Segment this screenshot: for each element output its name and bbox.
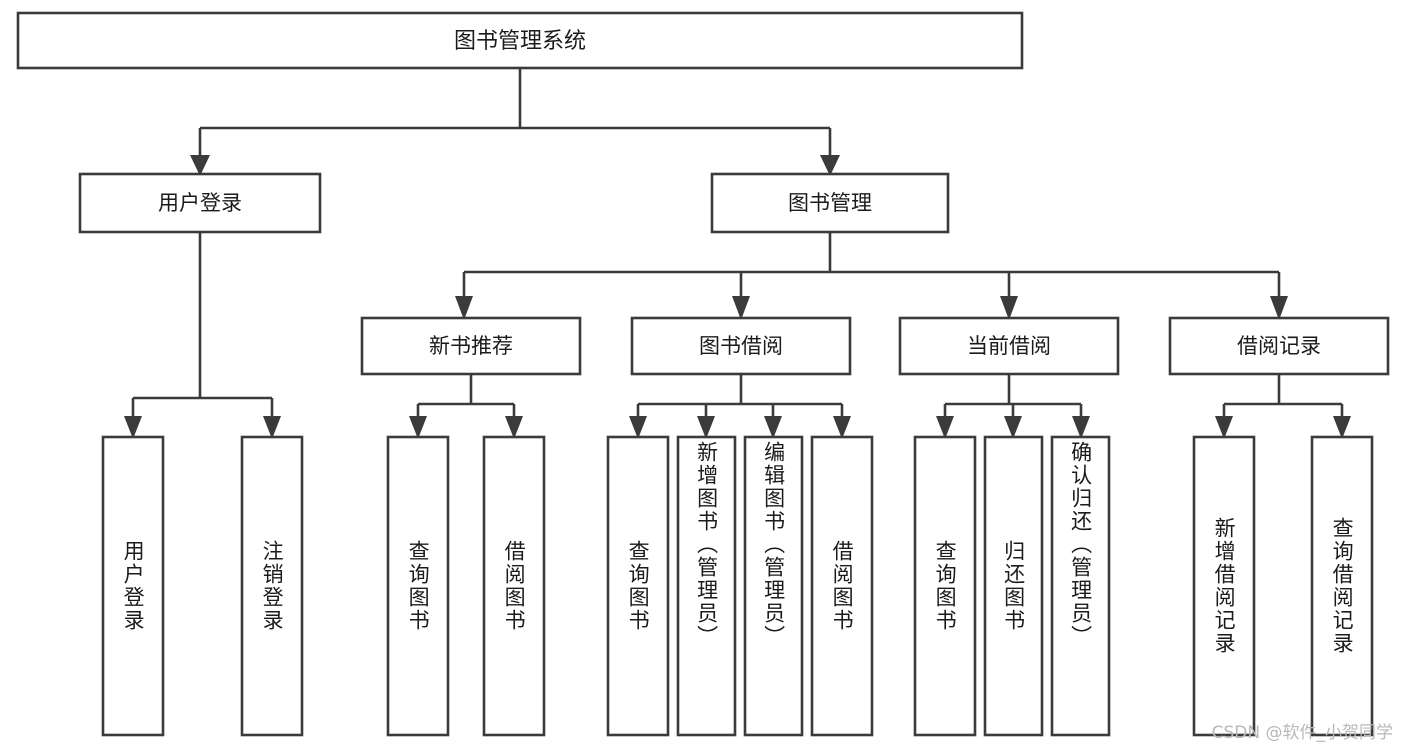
leaf-box-query-book-borrow[interactable] [606, 435, 670, 737]
node-book-borrow-box[interactable] [630, 316, 852, 376]
leaf-box-query-borrow-record[interactable] [1310, 435, 1374, 737]
leaf-box-borrow-book[interactable] [810, 435, 874, 737]
arrow-head-icon [820, 155, 840, 176]
node-book-borrow[interactable]: 图书借阅 [630, 316, 852, 376]
node-current-borrow-label: 当前借阅 [967, 334, 1051, 358]
node-borrow-record-box[interactable] [1168, 316, 1390, 376]
node-user-login-box[interactable] [78, 172, 322, 234]
leaf-box-add-book-admin[interactable] [676, 435, 737, 737]
node-book-management-box[interactable] [710, 172, 950, 234]
node-root-box[interactable] [16, 11, 1024, 70]
leaf-box-layer [101, 435, 1374, 737]
arrow-head-icon [764, 416, 782, 439]
arrow-head-icon [1072, 416, 1090, 439]
arrow-head-icon [1000, 296, 1018, 320]
leaf-box-query-book-current[interactable] [913, 435, 977, 737]
arrow-head-icon [455, 296, 473, 320]
arrow-head-icon [833, 416, 851, 439]
node-current-borrow[interactable]: 当前借阅 [898, 316, 1120, 376]
arrow-head-icon [1004, 416, 1022, 439]
arrow-head-icon [124, 416, 142, 439]
leaf-box-return-book[interactable] [983, 435, 1044, 737]
leaf-box-query-book-rec[interactable] [386, 435, 450, 737]
arrow-head-icon [505, 416, 523, 439]
arrow-head-icon [263, 416, 281, 439]
node-user-login[interactable]: 用户登录 [78, 172, 322, 234]
leaf-box-user-login[interactable] [101, 435, 165, 737]
leaf-box-borrow-book-rec[interactable] [482, 435, 546, 737]
connector-layer [124, 68, 1351, 439]
arrow-head-icon [1270, 296, 1288, 320]
node-book-borrow-label: 图书借阅 [699, 334, 783, 358]
leaf-box-confirm-return-admin[interactable] [1050, 435, 1111, 737]
arrow-head-icon [629, 416, 647, 439]
node-book-management[interactable]: 图书管理 [710, 172, 950, 234]
node-root[interactable]: 图书管理系统 [16, 11, 1024, 70]
node-new-book-recommend-box[interactable] [360, 316, 582, 376]
node-user-login-label: 用户登录 [158, 191, 242, 215]
arrow-head-icon [1215, 416, 1233, 439]
node-current-borrow-box[interactable] [898, 316, 1120, 376]
arrow-head-icon [936, 416, 954, 439]
arrow-head-icon [697, 416, 715, 439]
leaf-box-edit-book-admin[interactable] [743, 435, 804, 737]
node-book-management-label: 图书管理 [788, 191, 872, 215]
arrow-head-icon [1333, 416, 1351, 439]
node-new-book-recommend-label: 新书推荐 [429, 334, 513, 358]
arrow-head-icon [732, 296, 750, 320]
node-borrow-record-label: 借阅记录 [1237, 334, 1321, 358]
arrow-head-icon [409, 416, 427, 439]
leaf-box-add-borrow-record[interactable] [1192, 435, 1256, 737]
node-new-book-recommend[interactable]: 新书推荐 [360, 316, 582, 376]
watermark-text: CSDN @软件_小贺同学 [1211, 723, 1393, 743]
leaf-box-logout[interactable] [240, 435, 304, 737]
arrow-head-icon [190, 155, 210, 176]
node-borrow-record[interactable]: 借阅记录 [1168, 316, 1390, 376]
node-root-label: 图书管理系统 [454, 29, 586, 54]
